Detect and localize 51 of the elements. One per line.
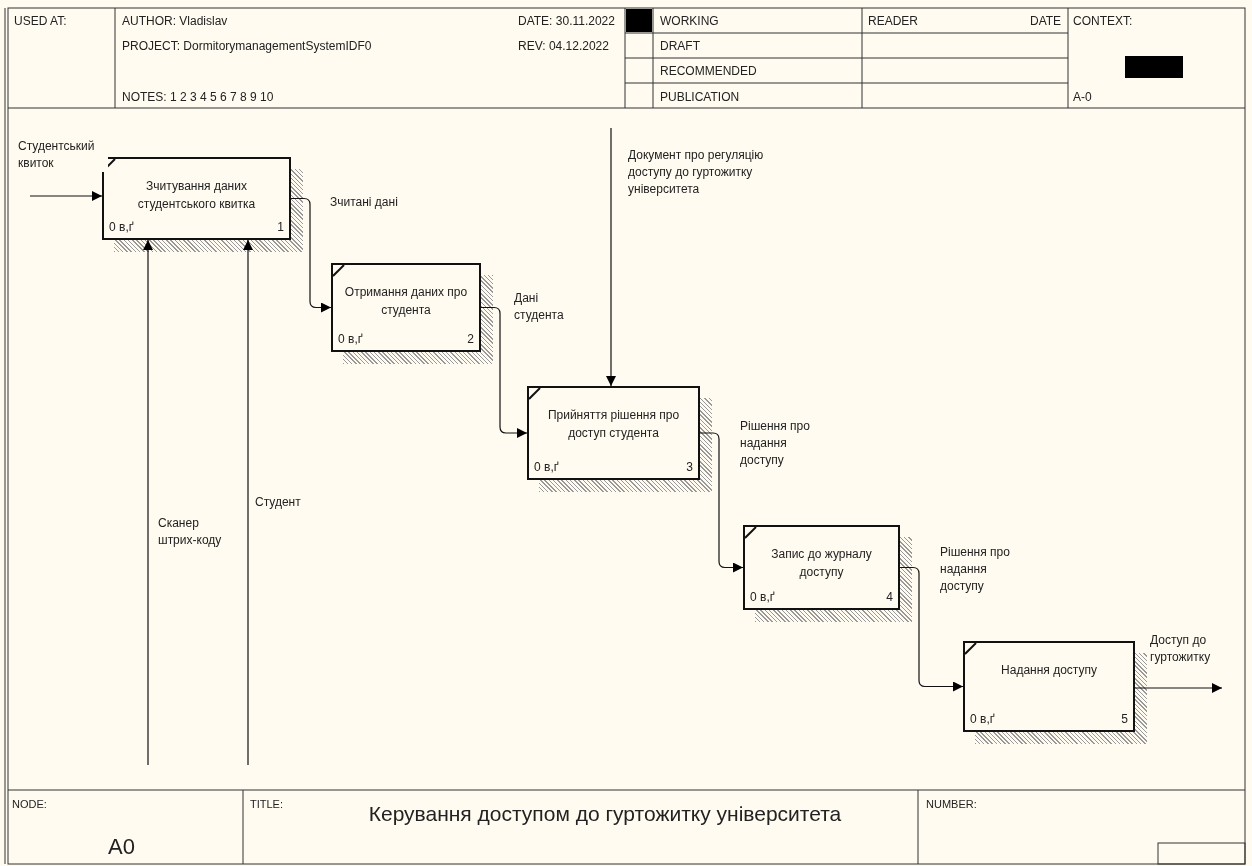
frame-label: PUBLICATION bbox=[660, 89, 740, 106]
edge-label: Зчитані дані bbox=[330, 194, 398, 211]
cost-label: 0 в,ґ bbox=[109, 219, 134, 236]
arrow bbox=[29, 191, 103, 201]
box-number: 2 bbox=[467, 331, 474, 348]
edge-label: Студентський квиток bbox=[18, 138, 108, 172]
frame-label: DATE: 30.11.2022 bbox=[518, 13, 615, 30]
arrow bbox=[899, 566, 964, 692]
activity-title: Запис до журналу доступу bbox=[770, 546, 873, 581]
activity-title: Отримання даних про студента bbox=[343, 284, 469, 319]
activity-box bbox=[331, 263, 481, 352]
cost-label: 0 в,ґ bbox=[338, 331, 363, 348]
frame-label: AUTHOR: Vladislav bbox=[122, 13, 228, 30]
frame-label: A-0 bbox=[1073, 89, 1092, 106]
box-number: 5 bbox=[1121, 711, 1128, 728]
frame-label: READER bbox=[868, 13, 918, 30]
frame-label: PROJECT: DormitorymanagementSystemIDF0 bbox=[122, 38, 372, 55]
box-number: 4 bbox=[886, 589, 893, 606]
activity-title: Зчитування даних студентського квитка bbox=[136, 178, 257, 213]
frame-label: NODE: bbox=[12, 797, 47, 812]
activity-box bbox=[743, 525, 900, 610]
node-number: A0 bbox=[108, 833, 135, 861]
box-number: 1 bbox=[277, 219, 284, 236]
frame-label: REV: 04.12.2022 bbox=[518, 38, 609, 55]
arrow bbox=[290, 197, 332, 313]
activity-box bbox=[527, 386, 700, 480]
activity-box bbox=[963, 641, 1135, 732]
frame-label: USED AT: bbox=[14, 13, 67, 30]
frame-label: TITLE: bbox=[250, 797, 283, 812]
cost-label: 0 в,ґ bbox=[970, 711, 995, 728]
edge-label: Студент bbox=[255, 494, 301, 511]
frame-label: DATE bbox=[1030, 13, 1062, 30]
frame-label: NOTES: 1 2 3 4 5 6 7 8 9 10 bbox=[122, 89, 274, 106]
arrow bbox=[243, 239, 253, 766]
activity-title: Надання доступу bbox=[1000, 662, 1098, 679]
frame-label: CONTEXT: bbox=[1073, 13, 1133, 30]
arrow bbox=[699, 432, 744, 573]
activity-box bbox=[102, 157, 291, 240]
frame-label: RECOMMENDED bbox=[660, 63, 757, 80]
arrow bbox=[606, 127, 616, 387]
frame-label: WORKING bbox=[660, 13, 719, 30]
arrow bbox=[1134, 683, 1223, 693]
arrow bbox=[143, 239, 153, 766]
diagram-title: Керування доступом до гуртожитку університета bbox=[367, 801, 843, 827]
frame-label: DRAFT bbox=[660, 38, 700, 55]
cost-label: 0 в,ґ bbox=[750, 589, 775, 606]
box-number: 3 bbox=[686, 459, 693, 476]
activity-title: Прийняття рішення про доступ студента bbox=[546, 407, 681, 442]
frame-label: NUMBER: bbox=[926, 797, 977, 812]
arrow bbox=[480, 306, 528, 438]
cost-label: 0 в,ґ bbox=[534, 459, 559, 476]
